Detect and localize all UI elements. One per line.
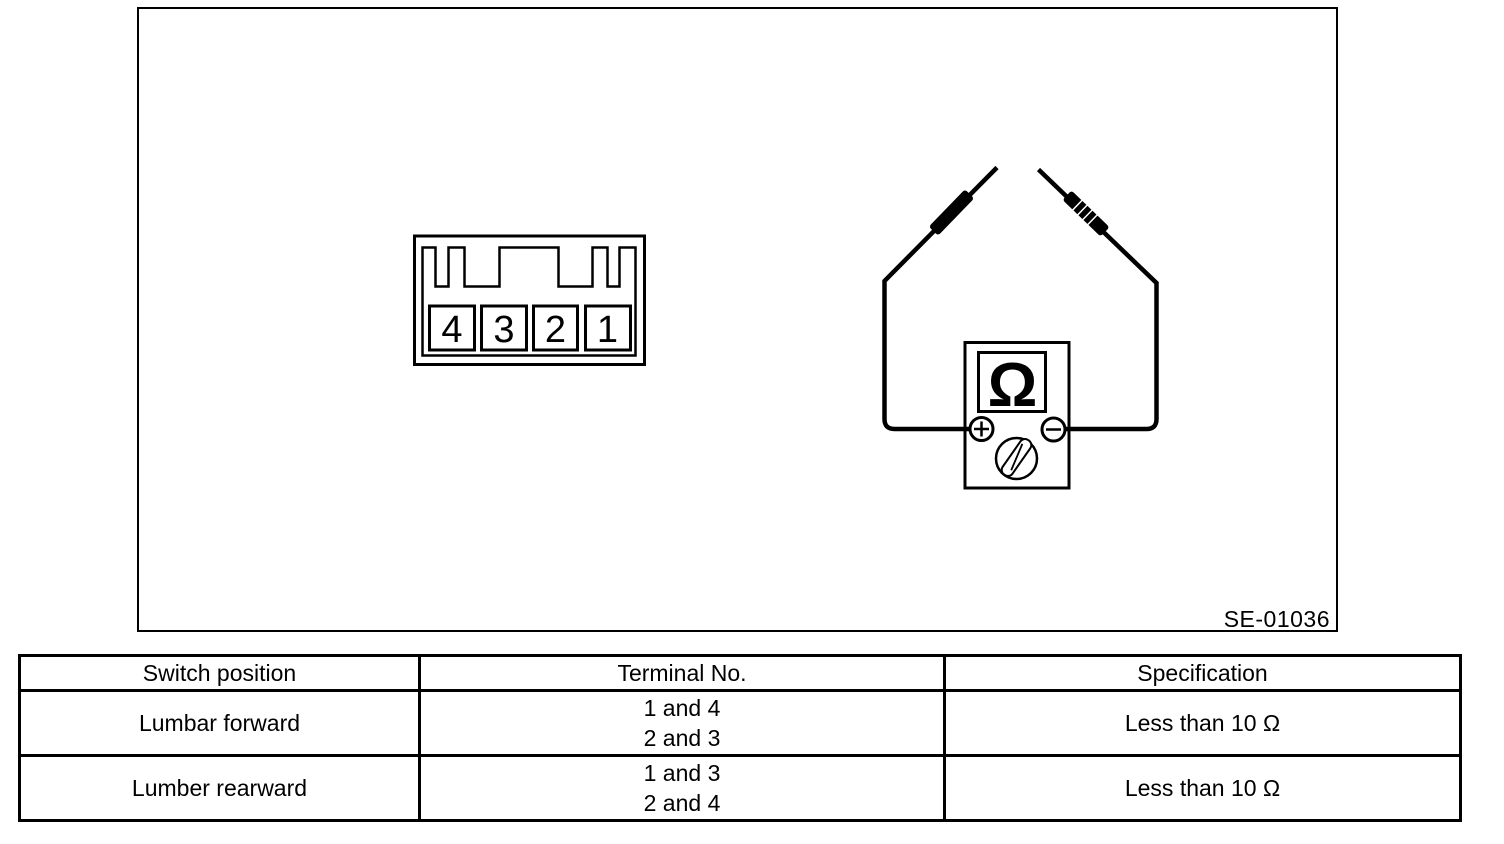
terminal-pair: 1 and 3 [643, 760, 721, 786]
meter-display [977, 351, 1047, 413]
col-header-switch-position: Switch position [18, 654, 421, 692]
range-dial [994, 436, 1039, 481]
probe-left [930, 190, 973, 235]
terminal-cavity-3 [480, 304, 528, 352]
terminal-cavity-1 [584, 304, 632, 352]
plus-terminal-icon [968, 416, 995, 442]
probe-right [1063, 191, 1109, 236]
cell-specification: Less than 10 Ω [943, 689, 1462, 757]
spec-table: Switch position Terminal No. Specificati… [18, 654, 1462, 822]
col-header-specification: Specification [943, 654, 1462, 692]
terminal-cavity-2 [532, 304, 579, 352]
minus-terminal-icon [1040, 416, 1067, 443]
cell-switch-position: Lumber rearward [18, 754, 421, 822]
terminal-number-2: 2 [545, 309, 566, 351]
table-row-lumbar-forward: Lumbar forward 1 and 4 2 and 3 Less than… [18, 689, 1462, 757]
connector-keying-profile [421, 246, 637, 357]
table-header-row: Switch position Terminal No. Specificati… [18, 654, 1462, 692]
terminal-number-3: 3 [493, 309, 514, 351]
terminal-number-1: 1 [597, 309, 618, 351]
figure-code-label: SE-01036 [1223, 606, 1330, 632]
terminal-number-4: 4 [441, 309, 462, 351]
terminal-pair: 2 and 4 [643, 790, 721, 816]
connector-outline [413, 234, 646, 366]
ohmmeter-diagram: Ω [882, 165, 1159, 490]
connector-diagram: 4 3 2 1 [413, 234, 646, 366]
meter-body [963, 341, 1071, 490]
ohm-symbol: Ω [988, 351, 1038, 420]
terminal-pair: 2 and 3 [643, 725, 721, 751]
cell-terminal-no: 1 and 3 2 and 4 [418, 754, 946, 822]
cell-terminal-no: 1 and 4 2 and 3 [418, 689, 946, 757]
cell-switch-position: Lumbar forward [18, 689, 421, 757]
terminal-pair: 1 and 4 [643, 695, 721, 721]
terminal-cavity-4 [428, 304, 476, 352]
figure-frame [137, 7, 1338, 632]
test-lead-left-wire [882, 165, 999, 432]
col-header-terminal-no: Terminal No. [418, 654, 946, 692]
table-row-lumber-rearward: Lumber rearward 1 and 3 2 and 4 Less tha… [18, 754, 1462, 822]
test-lead-right-wire [1036, 167, 1159, 432]
cell-specification: Less than 10 Ω [943, 754, 1462, 822]
